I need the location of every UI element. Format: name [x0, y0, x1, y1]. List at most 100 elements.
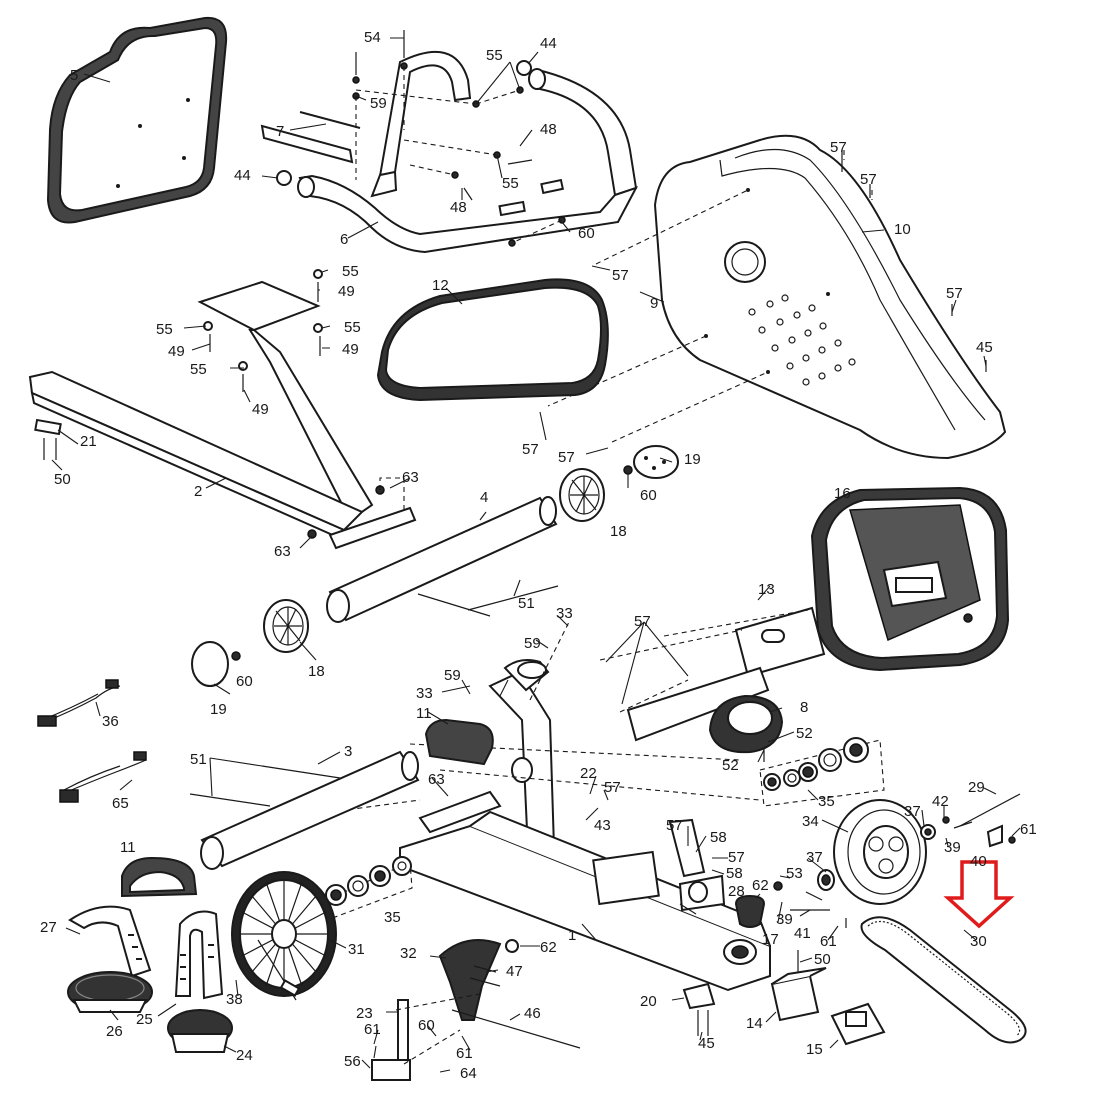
part-2-seat-rail: [28, 280, 417, 550]
part-5-backrest: [46, 16, 228, 224]
label-p31: 31: [348, 941, 365, 958]
label-p52b: 52: [722, 757, 739, 774]
label-p45a: 45: [976, 339, 993, 356]
label-p57j: 57: [728, 849, 745, 866]
label-p60b: 60: [640, 487, 657, 504]
label-p40: 40: [970, 853, 987, 870]
part-35-bearings-left: [317, 856, 413, 923]
part-30-drive-belt: [860, 916, 1027, 1044]
part-20-block: [682, 982, 716, 1036]
label-p65: 65: [112, 795, 129, 812]
label-p56: 56: [344, 1053, 361, 1070]
label-p33a: 33: [556, 605, 573, 622]
label-p47: 47: [506, 963, 523, 980]
label-p59a: 59: [370, 95, 387, 112]
label-p53: 53: [786, 865, 803, 882]
label-p48b: 48: [450, 199, 467, 216]
label-p63b: 63: [274, 543, 291, 560]
part-4-upper-tube: [326, 496, 559, 623]
label-p57e: 57: [522, 441, 539, 458]
label-p57h: 57: [604, 779, 621, 796]
label-p45b: 45: [698, 1035, 715, 1052]
label-p49b: 49: [168, 343, 185, 360]
part-32-brake-shoe: [438, 939, 519, 1021]
label-p11a: 11: [416, 705, 432, 722]
label-p3: 3: [344, 743, 352, 760]
part-65-cable: [59, 751, 147, 803]
part-1-main-frame: [285, 619, 771, 992]
label-p4: 4: [480, 489, 488, 506]
label-p19b: 19: [210, 701, 227, 718]
label-p27: 27: [40, 919, 57, 936]
label-p15: 15: [806, 1041, 823, 1058]
label-p22: 22: [580, 765, 597, 782]
part-6-7-handlebars: [260, 50, 639, 254]
label-p58a: 58: [710, 829, 727, 846]
part-8-sensor: [708, 694, 784, 762]
part-31-crank-pulley: [231, 871, 337, 1001]
leader-lines: [51, 37, 1021, 1073]
label-p51a: 51: [518, 595, 535, 612]
label-p18b: 18: [308, 663, 325, 680]
label-p36: 36: [102, 713, 119, 730]
label-p50b: 50: [814, 951, 831, 968]
label-p5: 5: [70, 67, 78, 84]
part-15-block: [830, 1002, 886, 1046]
label-p57a: 57: [830, 139, 847, 156]
label-p28: 28: [728, 883, 745, 900]
highlight-arrow: [943, 860, 1015, 929]
label-p13: 13: [758, 581, 775, 598]
label-p9: 9: [650, 295, 658, 312]
label-p44b: 44: [234, 167, 251, 184]
label-p33b: 33: [416, 685, 433, 702]
label-p37b: 37: [806, 849, 823, 866]
part-12-seat: [376, 278, 609, 402]
part-labels: 5 54 59 7 55 44 48 44 55 48 6 60 57 57 1…: [40, 29, 1037, 1082]
part-35-bearings-right: [759, 737, 885, 807]
label-p55d: 55: [156, 321, 173, 338]
label-p19a: 19: [684, 451, 701, 468]
label-p18a: 18: [610, 523, 627, 540]
part-36-cable: [37, 679, 121, 727]
label-p57b: 57: [860, 171, 877, 188]
label-p39a: 39: [944, 839, 961, 856]
part-27-pedal-strap: [68, 905, 152, 978]
part-14-block: [770, 950, 827, 1022]
label-p63a: 63: [402, 469, 419, 486]
label-p55f: 55: [190, 361, 207, 378]
label-p30: 30: [970, 933, 987, 950]
label-p61c: 61: [364, 1021, 381, 1038]
label-p57f: 57: [558, 449, 575, 466]
label-p61d: 61: [456, 1045, 473, 1062]
part-13-bracket: [599, 606, 826, 742]
label-p42: 42: [932, 793, 949, 810]
label-p57d: 57: [946, 285, 963, 302]
label-p55e: 55: [344, 319, 361, 336]
label-p23: 23: [356, 1005, 373, 1022]
label-p10: 10: [894, 221, 911, 238]
label-p54: 54: [364, 29, 381, 46]
label-p17: 17: [762, 931, 779, 948]
label-p8: 8: [800, 699, 808, 716]
label-p12: 12: [432, 277, 449, 294]
label-p51b: 51: [190, 751, 207, 768]
label-p2: 2: [194, 483, 202, 500]
part-18-pulley-lower: [191, 599, 309, 687]
part-18-pulley-upper: [559, 445, 679, 522]
part-9-10-shroud: [547, 134, 1007, 460]
label-p35b: 35: [384, 909, 401, 926]
part-28-idler-assembly: [678, 874, 783, 928]
label-p48a: 48: [540, 121, 557, 138]
label-p7: 7: [276, 123, 284, 140]
label-p49d: 49: [252, 401, 269, 418]
label-p60d: 60: [418, 1017, 435, 1034]
label-p59c: 59: [444, 667, 461, 684]
label-p57g: 57: [634, 613, 651, 630]
label-p55c: 55: [342, 263, 359, 280]
label-p59b: 59: [524, 635, 541, 652]
hardware-seat: [203, 269, 405, 539]
shroud-vent-holes: [748, 294, 856, 386]
label-p62a: 62: [752, 877, 769, 894]
part-25-pedal-strap: [174, 910, 224, 1000]
